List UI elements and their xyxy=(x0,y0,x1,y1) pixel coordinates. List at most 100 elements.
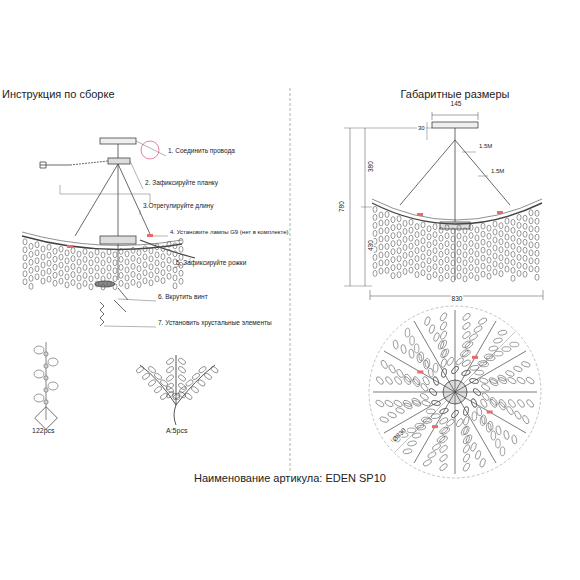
leaf xyxy=(479,458,486,468)
crystal xyxy=(391,265,395,271)
crystal xyxy=(95,257,99,263)
crystal xyxy=(41,262,45,268)
crystal xyxy=(529,242,533,248)
crystal xyxy=(517,230,521,236)
crystal xyxy=(433,224,437,230)
crystal xyxy=(173,251,177,257)
crystal xyxy=(469,264,473,270)
crystal xyxy=(475,235,479,241)
leaf xyxy=(445,418,455,427)
leaf xyxy=(402,399,412,407)
crystal xyxy=(107,273,111,279)
branch xyxy=(384,392,455,433)
crystal xyxy=(179,246,183,252)
crystal xyxy=(499,255,503,261)
crystal xyxy=(535,242,539,248)
crystal xyxy=(385,267,389,273)
crystal xyxy=(511,251,515,257)
crystal xyxy=(481,231,485,237)
crystal xyxy=(481,263,485,269)
bead xyxy=(44,388,48,392)
crystal xyxy=(511,259,515,265)
crystal xyxy=(35,266,39,272)
crystal xyxy=(373,214,377,220)
crystal xyxy=(34,370,44,378)
crystal xyxy=(481,271,485,277)
crystal xyxy=(41,246,45,252)
crystal xyxy=(113,252,117,258)
leaf xyxy=(432,376,439,386)
leaf xyxy=(423,418,432,424)
crystal xyxy=(475,227,479,233)
crystal xyxy=(469,256,473,262)
leaf xyxy=(473,325,483,333)
section-heading: Габаритные размеры xyxy=(401,88,510,100)
crystal xyxy=(65,258,69,264)
leaf xyxy=(481,392,490,402)
crystal xyxy=(511,275,515,281)
crystal xyxy=(523,247,527,253)
quantity-label: A:5pcs xyxy=(166,427,187,435)
crystal xyxy=(511,227,515,233)
leaf xyxy=(393,340,399,350)
crystal xyxy=(403,229,407,235)
leaf xyxy=(431,413,441,419)
crystal xyxy=(77,267,81,273)
leaf xyxy=(384,399,394,407)
crystal xyxy=(23,271,27,277)
crystal xyxy=(427,242,431,248)
crystal xyxy=(523,231,527,237)
crystal xyxy=(155,252,159,258)
crystal xyxy=(409,227,413,233)
leaf xyxy=(428,368,434,378)
crystal xyxy=(523,263,527,269)
crystal xyxy=(41,278,45,284)
crystal xyxy=(445,225,449,231)
leaf xyxy=(412,399,422,407)
crystal-strand xyxy=(34,342,58,429)
dimension-label: 1.5M xyxy=(490,168,505,175)
dimension-label: 430 xyxy=(366,240,373,253)
crystal xyxy=(529,210,533,216)
crystal xyxy=(427,258,431,264)
crystal xyxy=(391,249,395,255)
crystal xyxy=(89,252,93,258)
crystal xyxy=(167,273,171,279)
crystal xyxy=(161,262,165,268)
step-label: 6. Вкрутить винт xyxy=(158,293,208,300)
crystal xyxy=(481,255,485,261)
leaf xyxy=(422,459,432,467)
crystal xyxy=(451,252,455,258)
leaf xyxy=(375,399,385,408)
leaf xyxy=(516,399,525,409)
crystal xyxy=(125,267,129,273)
crystal xyxy=(463,276,467,282)
leaf xyxy=(439,453,449,462)
crystal xyxy=(385,227,389,233)
leaf xyxy=(463,416,470,426)
crystal xyxy=(529,234,533,240)
crystal xyxy=(107,265,111,271)
crystal xyxy=(379,268,383,274)
leaf xyxy=(479,377,489,384)
leaf xyxy=(407,428,416,433)
leaf xyxy=(439,462,449,471)
crystal xyxy=(379,260,383,266)
crystal xyxy=(451,228,455,234)
crystal xyxy=(535,258,539,264)
crystal xyxy=(457,257,461,263)
crystal xyxy=(523,223,527,229)
leaf xyxy=(420,382,429,392)
crystal xyxy=(95,281,99,287)
crystal xyxy=(89,276,93,282)
crystal xyxy=(445,265,449,271)
crystal xyxy=(397,232,401,238)
leaf xyxy=(486,356,495,361)
lamp xyxy=(147,234,153,237)
crystal xyxy=(167,257,171,263)
leaf xyxy=(424,316,431,326)
crystal xyxy=(493,221,497,227)
leaf xyxy=(516,376,526,384)
crystal xyxy=(535,218,539,224)
crystal xyxy=(451,260,455,266)
